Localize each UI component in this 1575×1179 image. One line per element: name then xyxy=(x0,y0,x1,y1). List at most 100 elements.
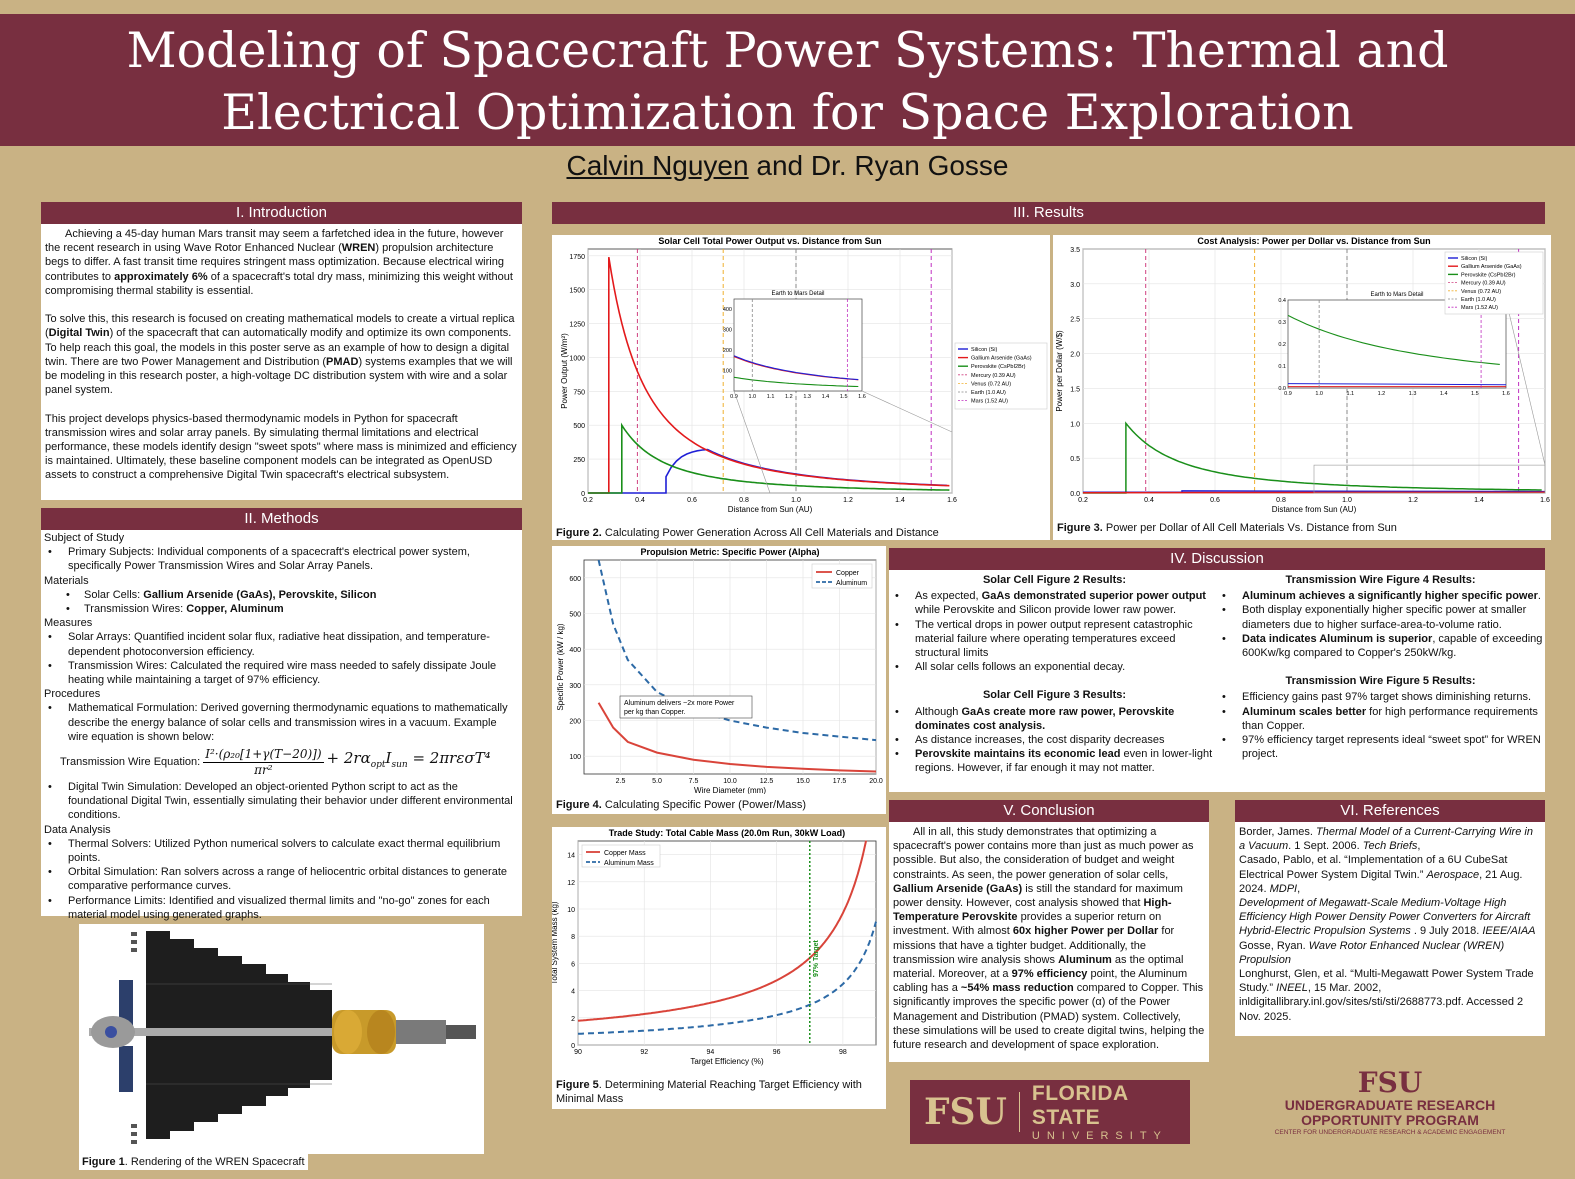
list-item: Orbital Simulation: Ran solvers across a… xyxy=(44,865,519,893)
y-tick-label: 1250 xyxy=(569,322,585,329)
list-item: Primary Subjects: Individual components … xyxy=(44,545,519,573)
y-tick-label: 1.5 xyxy=(1070,386,1080,393)
list-item: Thermal Solvers: Utilized Python numeric… xyxy=(44,837,519,865)
legend-label: Aluminum Mass xyxy=(604,860,654,867)
legend-label: Copper xyxy=(836,570,860,577)
discussion-heading: IV. Discussion xyxy=(889,548,1545,570)
inset-y-tick: 0.3 xyxy=(1278,320,1286,326)
y-tick-label: 500 xyxy=(573,423,585,430)
y-tick-label: 0.0 xyxy=(1070,491,1080,498)
conclusion-heading: V. Conclusion xyxy=(889,800,1209,822)
list-item: As distance increases, the cost disparit… xyxy=(891,733,1218,747)
x-tick-label: 17.5 xyxy=(833,778,847,785)
list-item: Transmission Wires: Calculated the requi… xyxy=(44,659,519,687)
inset-x-tick: 1.0 xyxy=(1315,391,1323,397)
discussion-wire-column: Transmission Wire Figure 4 Results: Alum… xyxy=(1218,571,1543,791)
inset-y-tick: 0.1 xyxy=(1278,364,1286,370)
y-axis-label: Power per Dollar (W/$) xyxy=(1055,330,1064,412)
series-line-aluminum xyxy=(577,921,877,1035)
y-tick-label: 300 xyxy=(569,683,581,690)
methods-subject-label: Subject of Study xyxy=(44,532,125,544)
inset-x-tick: 1.5 xyxy=(840,394,848,400)
y-tick-label: 3.5 xyxy=(1070,247,1080,254)
legend-label: Mars (1.52 AU) xyxy=(1461,305,1498,311)
y-tick-label: 1750 xyxy=(569,254,585,261)
x-tick-label: 5.0 xyxy=(652,778,662,785)
discussion-subheading: Transmission Wire Figure 5 Results: xyxy=(1285,675,1476,688)
discussion-subheading: Transmission Wire Figure 4 Results: xyxy=(1285,574,1476,586)
discussion-subheading: Solar Cell Figure 2 Results: xyxy=(982,574,1127,586)
reference-item: Gosse, Ryan. Wave Rotor Enhanced Nuclear… xyxy=(1239,939,1505,966)
x-tick-label: 0.6 xyxy=(687,497,697,504)
y-tick-label: 1000 xyxy=(569,355,585,362)
y-axis-label: Power Output (W/m²) xyxy=(560,333,569,409)
methods-procedures-label: Procedures xyxy=(44,688,101,701)
inset-y-tick: 100 xyxy=(723,369,732,375)
discussion-panel: Solar Cell Figure 2 Results: As expected… xyxy=(889,570,1545,792)
y-tick-label: 14 xyxy=(567,853,575,860)
inset-y-tick: 0.4 xyxy=(1278,298,1286,304)
list-item: Data indicates Aluminum is superior, cap… xyxy=(1218,632,1543,660)
legend-label: Venus (0.72 AU) xyxy=(1461,289,1501,295)
x-axis-label: Distance from Sun (AU) xyxy=(728,505,813,514)
x-axis-label: Target Efficiency (%) xyxy=(690,1057,764,1066)
legend-label: Perovskite (CsPbI2Br) xyxy=(971,364,1026,370)
y-axis-label: Total System Mass (kg) xyxy=(552,901,559,984)
fsu-logo-sub: UNIVERSITY xyxy=(1031,1130,1168,1142)
x-tick-label: 12.5 xyxy=(760,778,774,785)
y-tick-label: 6 xyxy=(571,961,575,968)
inset-series-line xyxy=(733,355,859,381)
y-tick-label: 2.0 xyxy=(1070,352,1080,359)
list-item: Digital Twin Simulation: Developed an ob… xyxy=(44,780,519,823)
list-item: Both display exponentially higher specif… xyxy=(1218,603,1543,631)
inset-connector xyxy=(733,390,771,494)
discussion-subheading: Solar Cell Figure 3 Results: xyxy=(982,689,1127,702)
intro-heading: I. Introduction xyxy=(41,202,522,224)
figure-4-caption: Figure 4. Calculating Specific Power (Po… xyxy=(556,799,807,811)
y-tick-label: 2.5 xyxy=(1070,317,1080,324)
y-tick-label: 0 xyxy=(581,491,585,498)
inset-plot-area xyxy=(733,298,863,392)
inset-series-line xyxy=(1287,314,1500,365)
x-tick-label: 96 xyxy=(773,1049,781,1056)
chart-legend xyxy=(954,342,1048,410)
list-item: Solar Cells: Gallium Arsenide (GaAs), Pe… xyxy=(44,588,519,602)
list-item: Solar Arrays: Quantified incident solar … xyxy=(44,630,519,658)
inset-x-tick: 0.9 xyxy=(1284,391,1292,397)
reference-item: Casado, Pablo, et al. “Implementation of… xyxy=(1239,854,1523,895)
inset-x-tick: 1.2 xyxy=(1378,391,1386,397)
x-tick-label: 1.4 xyxy=(895,497,905,504)
legend-label: Mercury (0.39 AU) xyxy=(971,373,1016,379)
x-tick-label: 0.4 xyxy=(635,497,645,504)
legend-label: Earth (1.0 AU) xyxy=(971,390,1006,396)
inset-y-tick: 0.0 xyxy=(1278,386,1286,392)
figure-1-caption: Figure 1. Rendering of the WREN Spacecra… xyxy=(79,1154,308,1170)
equation-rhs: + 2rαoptIsun = 2πrεσT⁴ xyxy=(326,749,491,771)
inset-plot-area xyxy=(1287,299,1507,389)
y-tick-label: 12 xyxy=(567,880,575,887)
chart-legend xyxy=(1444,251,1544,315)
figure-1-spacecraft-render: Figure 1. Rendering of the WREN Spacecra… xyxy=(79,924,484,1170)
reference-item: Longhurst, Glen, et al. “Multi-Megawatt … xyxy=(1239,968,1534,1023)
series-line-copper xyxy=(577,840,868,1022)
chart-title: Trade Study: Total Cable Mass (20.0m Run… xyxy=(609,828,845,838)
inset-y-tick: 0.2 xyxy=(1278,342,1286,348)
legend-label: Mars (1.52 AU) xyxy=(971,399,1008,405)
x-tick-label: 0.2 xyxy=(583,497,593,504)
y-tick-label: 100 xyxy=(569,754,581,761)
chart-title: Cost Analysis: Power per Dollar vs. Dist… xyxy=(1197,236,1430,246)
y-tick-label: 10 xyxy=(567,907,575,914)
x-tick-label: 7.5 xyxy=(689,778,699,785)
plot-area xyxy=(577,840,877,1046)
x-tick-label: 0.2 xyxy=(1078,497,1088,504)
figure-5-panel: Trade Study: Total Cable Mass (20.0m Run… xyxy=(550,827,886,1109)
y-tick-label: 250 xyxy=(573,457,585,464)
x-tick-label: 98 xyxy=(839,1049,847,1056)
legend-label: Earth (1.0 AU) xyxy=(1461,297,1496,303)
inset-x-tick: 1.3 xyxy=(803,394,811,400)
x-tick-label: 1.6 xyxy=(1540,497,1550,504)
x-tick-label: 94 xyxy=(707,1049,715,1056)
list-item: The vertical drops in power output repre… xyxy=(891,618,1218,661)
methods-heading: II. Methods xyxy=(41,508,522,530)
inset-connector xyxy=(1505,299,1546,466)
